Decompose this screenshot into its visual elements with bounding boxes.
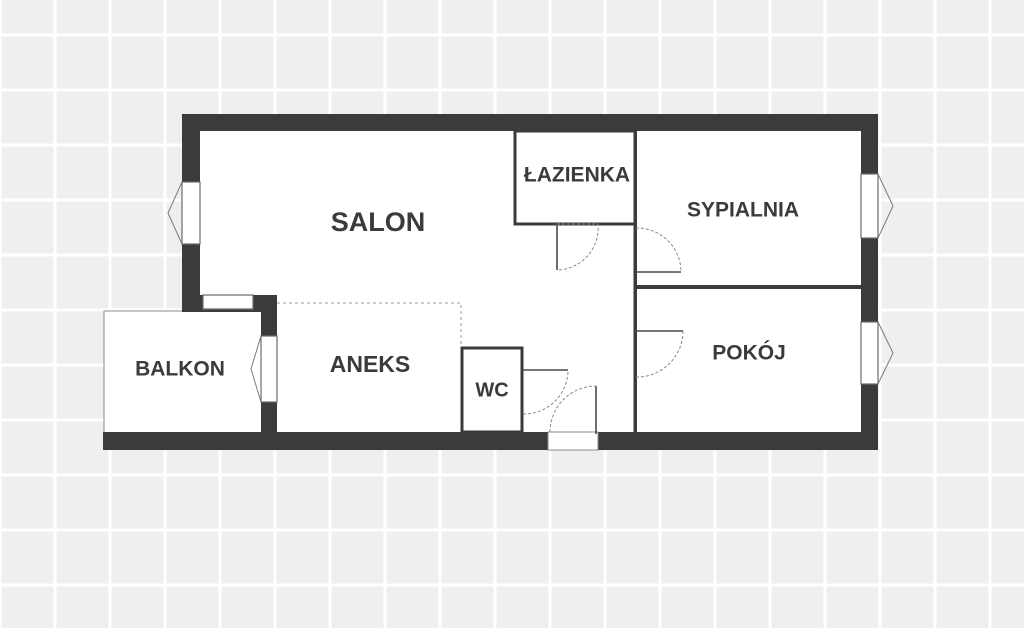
window-salon-west: [167, 181, 201, 245]
label-pokoj: POKÓJ: [712, 341, 786, 365]
room-sypialnia: [637, 131, 861, 285]
door-entrance: [547, 385, 599, 451]
aneks-dashed-outline: [277, 302, 462, 345]
balcony-floor-wall: [103, 432, 279, 450]
label-lazienka: ŁAZIENKA: [524, 164, 630, 187]
label-aneks: ANEKS: [330, 351, 411, 377]
door-pokoj: [635, 330, 684, 378]
room-balkon: [105, 312, 261, 432]
door-lazienka: [556, 223, 599, 271]
door-sypialnia: [635, 227, 682, 273]
door-wc: [522, 369, 569, 415]
window-pokoj-east: [860, 321, 894, 385]
window-sypialnia-east: [860, 173, 894, 239]
label-wc: WC: [475, 379, 508, 401]
label-balkon: BALKON: [135, 358, 225, 381]
window-balcony-top: [202, 294, 254, 310]
room-lazienka: [517, 133, 633, 223]
label-salon: SALON: [331, 207, 426, 237]
room-pokoj: [637, 289, 861, 432]
window-balkon-door: [250, 335, 278, 403]
label-sypialnia: SYPIALNIA: [687, 199, 799, 222]
wc-wall: [460, 346, 524, 434]
room-aneks: [277, 303, 461, 432]
